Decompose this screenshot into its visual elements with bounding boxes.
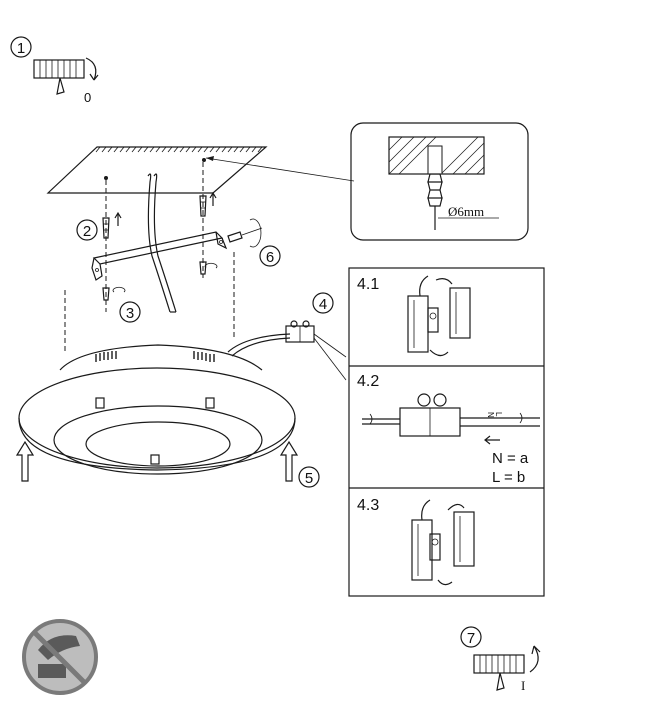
step-7-number: 7 bbox=[467, 630, 475, 647]
panel-4-2-wiring bbox=[362, 393, 540, 445]
screws-top: 2 bbox=[76, 162, 217, 312]
wiring-n-equals-a: N = a bbox=[492, 450, 529, 467]
drill-detail-box: Ø6mm bbox=[350, 122, 529, 241]
arrow-up-icon bbox=[279, 440, 299, 482]
power-switch-off-icon bbox=[33, 57, 99, 95]
step-6-number: 6 bbox=[266, 249, 274, 266]
power-switch-on-icon bbox=[473, 645, 541, 691]
lift-arrows: 5 bbox=[15, 440, 320, 488]
screw-icon bbox=[199, 195, 207, 217]
side-screw: 6 bbox=[227, 218, 281, 267]
drill-diameter-label: Ø6mm bbox=[448, 204, 484, 219]
panel-4-3-label: 4.3 bbox=[357, 497, 379, 514]
wire-l-label: L bbox=[494, 412, 503, 417]
no-wet-cloth-icon bbox=[22, 619, 98, 695]
arrow-up-icon bbox=[15, 440, 35, 482]
terminal-block-icon bbox=[285, 320, 315, 343]
switch-off-label: 0 bbox=[84, 90, 91, 105]
panel-4-1-label: 4.1 bbox=[357, 276, 379, 293]
dowel-icon bbox=[427, 173, 443, 230]
step-1-number: 1 bbox=[17, 40, 25, 57]
panel-4-3-terminal bbox=[411, 499, 475, 586]
ceiling bbox=[46, 146, 355, 313]
step-2-number: 2 bbox=[83, 223, 91, 240]
switch-on-label: I bbox=[521, 678, 525, 693]
wiring-l-equals-b: L = b bbox=[492, 469, 525, 486]
step-1-switch-off: 1 0 bbox=[10, 36, 99, 105]
screw-icon bbox=[102, 217, 110, 239]
step-7-switch-on: 7 I bbox=[460, 626, 541, 693]
terminal-connection: 4 bbox=[227, 292, 347, 381]
wire-n-label: N bbox=[486, 412, 495, 418]
step-3-number: 3 bbox=[126, 305, 134, 322]
panel-4-2-label: 4.2 bbox=[357, 373, 379, 390]
panel-4-1-terminal bbox=[407, 275, 471, 357]
step-5-number: 5 bbox=[305, 470, 313, 487]
step-4-number: 4 bbox=[319, 296, 327, 313]
mounting-bracket: 3 bbox=[91, 231, 228, 323]
wiring-panels: 4.1 4.2 N L N = a bbox=[348, 267, 545, 597]
lamp-body bbox=[18, 252, 296, 475]
